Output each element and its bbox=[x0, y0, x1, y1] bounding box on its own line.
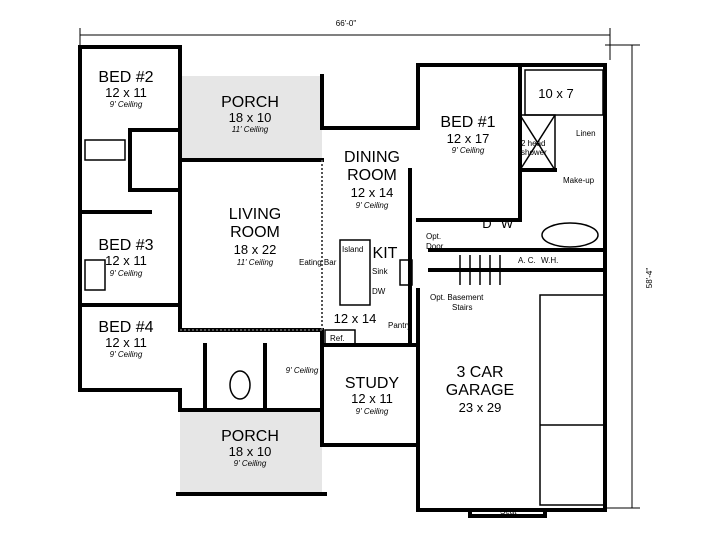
svg-text:Sink: Sink bbox=[372, 267, 389, 276]
svg-text:12 x 14: 12 x 14 bbox=[334, 311, 377, 326]
room-bed2: BED #2 12 x 11 9' Ceiling bbox=[98, 69, 153, 109]
svg-text:ROOM: ROOM bbox=[230, 224, 280, 241]
svg-text:BED #3: BED #3 bbox=[98, 237, 153, 254]
svg-text:PORCH: PORCH bbox=[221, 94, 279, 111]
svg-text:9' Ceiling: 9' Ceiling bbox=[110, 350, 143, 359]
svg-text:9' Ceiling: 9' Ceiling bbox=[110, 100, 143, 109]
svg-text:BED #2: BED #2 bbox=[98, 69, 153, 86]
svg-text:GARAGE: GARAGE bbox=[446, 382, 514, 399]
room-front-porch: PORCH 18 x 10 11' Ceiling bbox=[221, 94, 279, 134]
fixture-labels: Island Eating Bar Sink DW Pantry Ref. Op… bbox=[299, 129, 596, 516]
svg-text:12 x 11: 12 x 11 bbox=[105, 85, 147, 100]
svg-text:STUDY: STUDY bbox=[345, 375, 400, 392]
svg-text:18 x 10: 18 x 10 bbox=[229, 110, 272, 125]
svg-text:12 x 14: 12 x 14 bbox=[351, 185, 394, 200]
svg-text:ROOM: ROOM bbox=[347, 167, 397, 184]
room-garage: 3 CAR GARAGE 23 x 29 bbox=[446, 364, 514, 415]
svg-text:Make-up: Make-up bbox=[563, 176, 595, 185]
svg-text:9' Ceiling: 9' Ceiling bbox=[234, 459, 267, 468]
room-bed3: BED #3 12 x 11 9' Ceiling bbox=[98, 237, 153, 278]
svg-text:2 head: 2 head bbox=[521, 139, 545, 148]
svg-text:BED #1: BED #1 bbox=[440, 114, 495, 131]
overall-depth: 58'-4" bbox=[645, 268, 654, 289]
svg-text:18 x 10: 18 x 10 bbox=[229, 444, 272, 459]
svg-text:9' Ceiling: 9' Ceiling bbox=[356, 201, 389, 210]
svg-text:Opt.: Opt. bbox=[426, 232, 441, 241]
closet-size: 10 x 7 bbox=[538, 86, 573, 101]
svg-text:DINING: DINING bbox=[344, 149, 400, 166]
dimension-lines bbox=[79, 28, 640, 509]
rear-porch-area bbox=[180, 412, 322, 494]
room-bed4: BED #4 12 x 11 9' Ceiling bbox=[98, 319, 153, 359]
svg-text:PORCH: PORCH bbox=[221, 428, 279, 445]
room-living: LIVING ROOM 18 x 22 11' Ceiling bbox=[229, 206, 281, 267]
svg-text:9' Ceiling: 9' Ceiling bbox=[356, 407, 389, 416]
svg-text:12 x 11: 12 x 11 bbox=[105, 253, 147, 268]
svg-text:Pantry: Pantry bbox=[388, 321, 411, 330]
room-study: STUDY 12 x 11 9' Ceiling bbox=[345, 375, 400, 416]
svg-text:W.H.: W.H. bbox=[541, 256, 558, 265]
overall-width: 66'-0" bbox=[336, 19, 357, 28]
room-kitchen: KIT 12 x 14 bbox=[334, 245, 398, 326]
svg-text:11' Ceiling: 11' Ceiling bbox=[232, 125, 269, 134]
svg-text:A. C.: A. C. bbox=[518, 256, 536, 265]
svg-text:Island: Island bbox=[342, 245, 363, 254]
svg-text:Eating Bar: Eating Bar bbox=[299, 258, 337, 267]
svg-text:DW: DW bbox=[372, 287, 386, 296]
room-rear-porch: PORCH 18 x 10 9' Ceiling bbox=[221, 428, 279, 468]
svg-text:3 CAR: 3 CAR bbox=[456, 364, 503, 381]
svg-text:BED #4: BED #4 bbox=[98, 319, 153, 336]
svg-text:Door: Door bbox=[426, 242, 444, 251]
room-dining: DINING ROOM 12 x 14 9' Ceiling bbox=[344, 149, 400, 210]
svg-text:shower: shower bbox=[521, 148, 547, 157]
svg-text:D: D bbox=[482, 216, 491, 231]
svg-text:Stairs: Stairs bbox=[452, 303, 472, 312]
svg-text:9' Ceiling: 9' Ceiling bbox=[110, 269, 143, 278]
front-porch-area bbox=[180, 76, 322, 160]
svg-text:18 x 22: 18 x 22 bbox=[234, 242, 277, 257]
walls bbox=[78, 45, 607, 518]
svg-text:12 x 17: 12 x 17 bbox=[447, 131, 490, 146]
svg-text:Ref.: Ref. bbox=[330, 334, 345, 343]
svg-text:W: W bbox=[501, 216, 514, 231]
svg-text:11' Ceiling: 11' Ceiling bbox=[237, 258, 274, 267]
interior-details bbox=[84, 69, 606, 506]
svg-text:Opt. Basement: Opt. Basement bbox=[430, 293, 484, 302]
svg-text:12 x 11: 12 x 11 bbox=[351, 391, 393, 406]
hall-ceiling: 9' Ceiling bbox=[286, 366, 319, 375]
svg-text:Linen: Linen bbox=[576, 129, 596, 138]
svg-text:9' Ceiling: 9' Ceiling bbox=[452, 146, 485, 155]
svg-text:LIVING: LIVING bbox=[229, 206, 281, 223]
svg-text:KIT: KIT bbox=[373, 245, 398, 262]
room-bed1: BED #1 12 x 17 9' Ceiling bbox=[440, 114, 495, 155]
svg-text:12 x 11: 12 x 11 bbox=[105, 335, 147, 350]
svg-text:23 x 29: 23 x 29 bbox=[459, 400, 502, 415]
svg-text:Seat: Seat bbox=[500, 507, 517, 516]
